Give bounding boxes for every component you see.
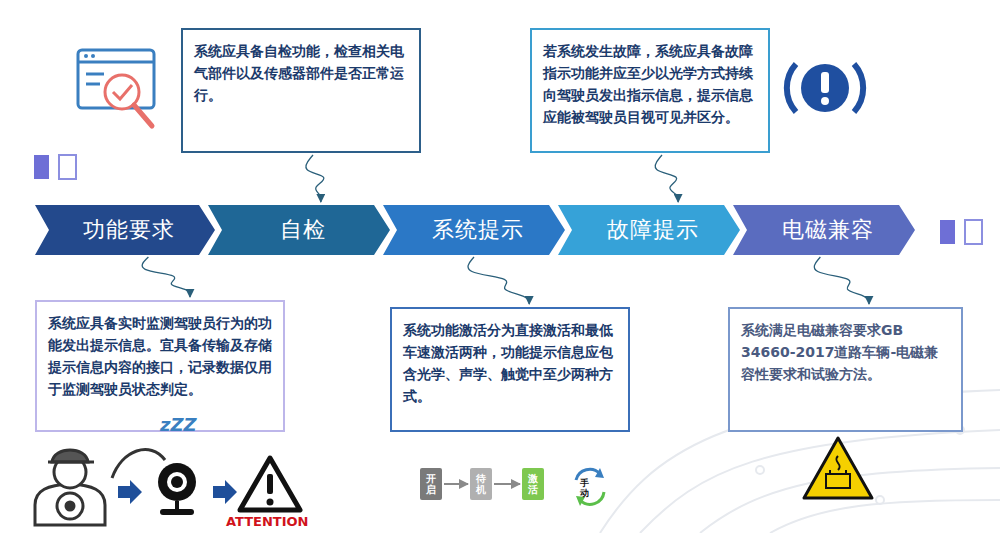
checklist-icon xyxy=(78,50,154,126)
step-title: 自检 xyxy=(272,215,326,245)
leader-connector xyxy=(814,257,869,304)
chevron-step: 故障提示 xyxy=(558,205,740,255)
leader-connector xyxy=(142,257,190,297)
step-title: 系统提示 xyxy=(424,215,524,245)
driver-figure xyxy=(35,450,165,525)
callout-text: 系统应具备实时监测驾驶员行为的功能发出提示信息。宜具备传输及存储提示信息内容的接… xyxy=(48,312,272,400)
state-box: 开启 xyxy=(420,468,442,500)
flow-arrow xyxy=(494,483,520,485)
callout-text: 系统满足电磁兼容要求GB 34660-2017道路车辆-电磁兼容性要求和试验方法… xyxy=(741,319,950,385)
chevron-fill xyxy=(383,205,565,255)
leader-connector xyxy=(655,155,678,202)
state-label: 开启 xyxy=(426,473,436,495)
flow-arrow xyxy=(444,483,468,485)
callout-box: 系统满足电磁兼容要求GB 34660-2017道路车辆-电磁兼容性要求和试验方法… xyxy=(728,307,963,432)
attention-label: ATTENTION xyxy=(226,514,308,529)
chevron-step: 功能要求 xyxy=(35,205,215,255)
chevron-step: 电磁兼容 xyxy=(733,205,915,255)
battery-warning-icon xyxy=(804,438,872,498)
chevron-fill xyxy=(208,205,390,255)
chevron-step: 自检 xyxy=(208,205,390,255)
leader-connector xyxy=(306,155,324,202)
flow-arrow xyxy=(118,480,142,504)
manual-cycle-icon xyxy=(576,468,604,506)
chevron-fill xyxy=(733,205,915,255)
step-title: 电磁兼容 xyxy=(774,215,874,245)
callout-box: 系统应具备自检功能，检查相关电气部件以及传感器部件是否正常运行。 xyxy=(181,28,421,153)
callout-text: 若系统发生故障，系统应具备故障指示功能并应至少以光学方式持续向驾驶员发出指示信息… xyxy=(543,40,757,128)
callout-text: 系统功能激活分为直接激活和最低车速激活两种，功能提示信息应包含光学、声学、触觉中… xyxy=(403,319,617,407)
state-box: 待机 xyxy=(470,468,492,500)
state-label: 激活 xyxy=(528,473,538,495)
chevron-fill xyxy=(558,205,740,255)
state-label: 待机 xyxy=(476,473,486,495)
callout-box: 系统功能激活分为直接激活和最低车速激活两种，功能提示信息应包含光学、声学、触觉中… xyxy=(390,307,630,432)
webcam-icon xyxy=(158,463,196,515)
sleep-label: zZZ xyxy=(160,414,197,435)
state-box: 激活 xyxy=(522,468,544,500)
callout-box: 若系统发生故障，系统应具备故障指示功能并应至少以光学方式持续向驾驶员发出指示信息… xyxy=(530,28,770,153)
warning-triangle xyxy=(240,458,300,510)
chevron-step: 系统提示 xyxy=(383,205,565,255)
callout-text: 系统应具备自检功能，检查相关电气部件以及传感器部件是否正常运行。 xyxy=(194,40,408,106)
chevron-fill xyxy=(35,205,215,255)
callout-box: 系统应具备实时监测驾驶员行为的功能发出提示信息。宜具备传输及存储提示信息内容的接… xyxy=(35,300,285,432)
flow-arrow xyxy=(213,480,237,504)
manual-label: 手动 xyxy=(580,479,589,499)
leader-connector xyxy=(468,257,529,304)
step-title: 功能要求 xyxy=(75,215,175,245)
step-title: 故障提示 xyxy=(599,215,699,245)
warning-symbol xyxy=(787,64,863,112)
